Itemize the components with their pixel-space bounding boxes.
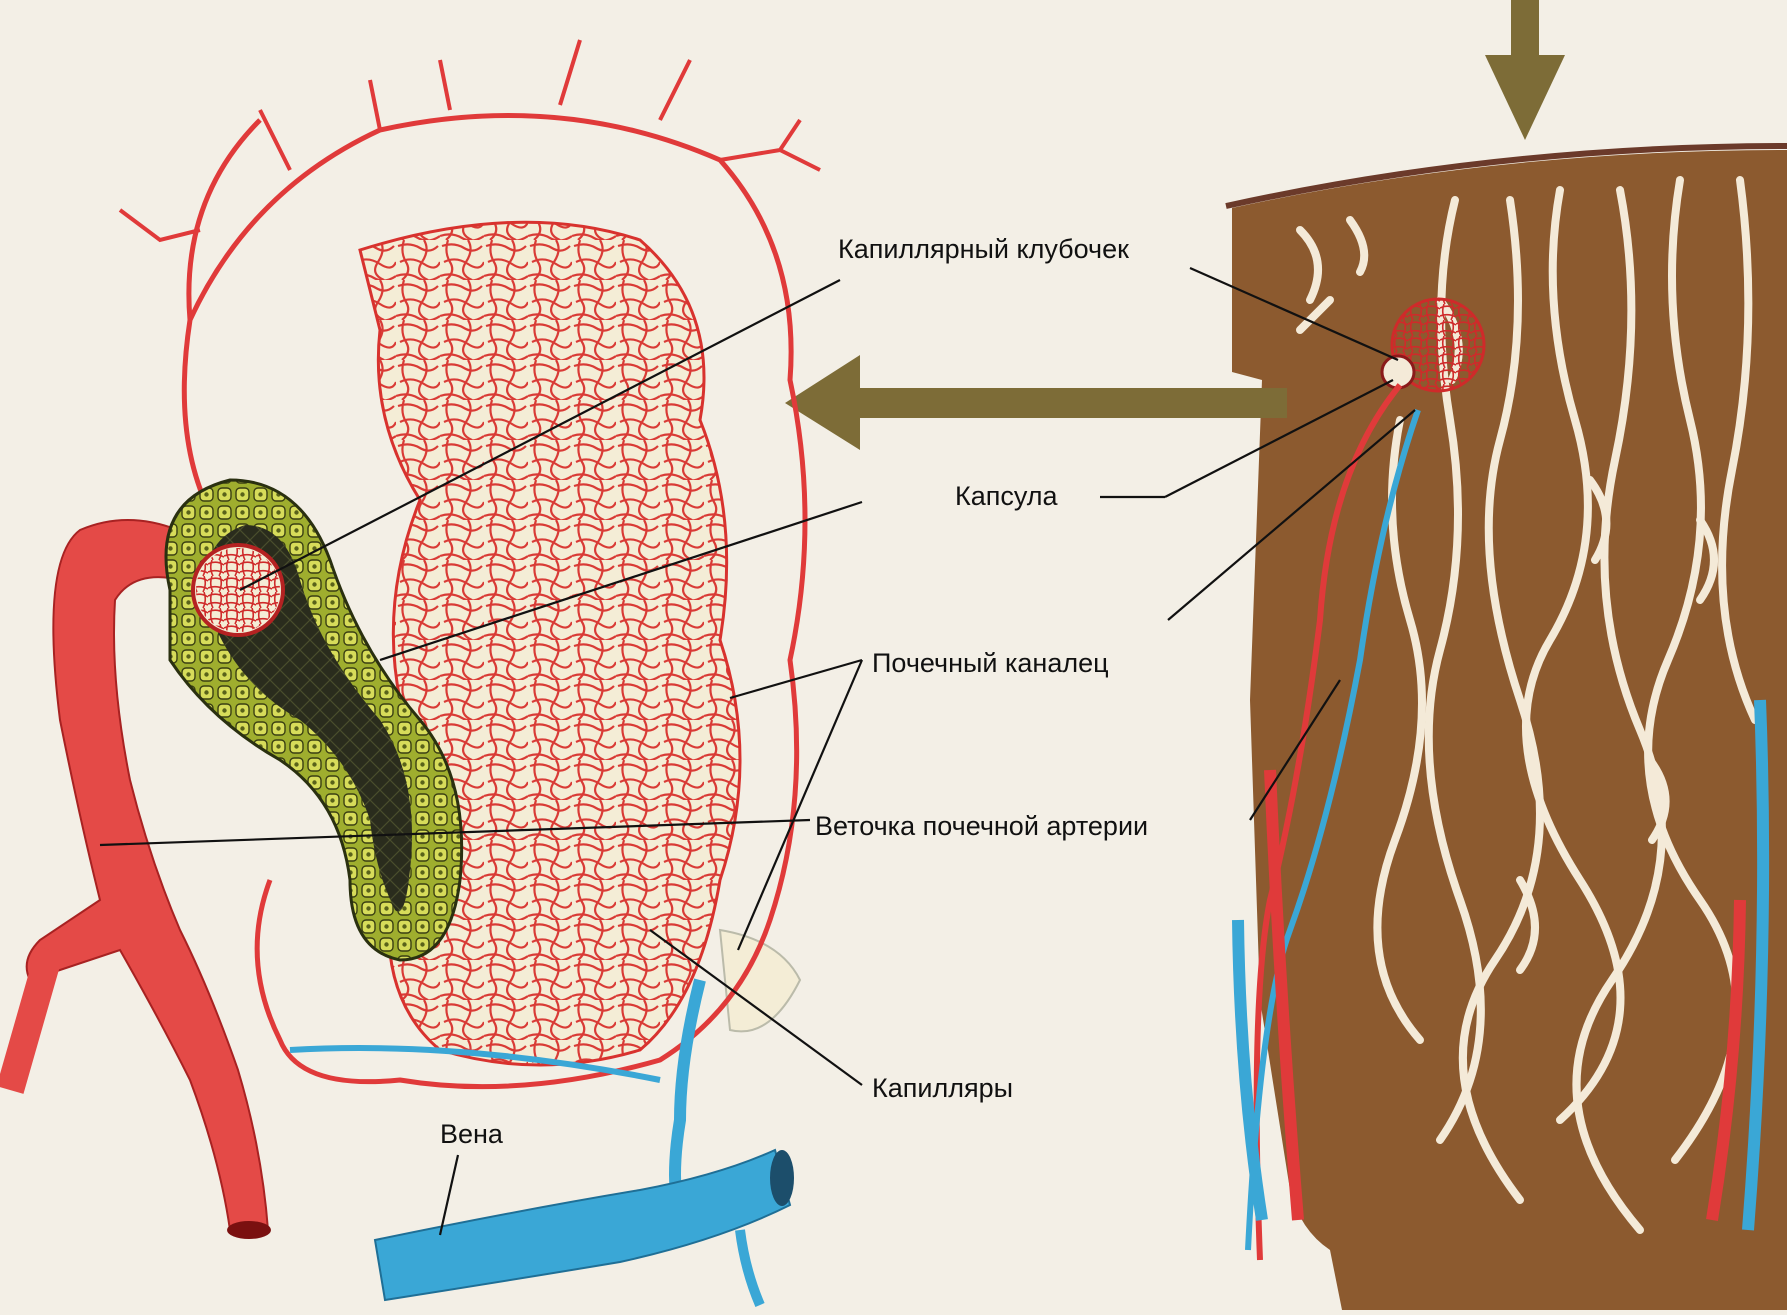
vein-opening <box>770 1150 794 1206</box>
vein-lower-branch <box>740 1230 760 1305</box>
nephron-detail <box>10 40 820 1305</box>
label-vein: Вена <box>440 1119 504 1149</box>
vein <box>375 1150 790 1300</box>
label-capillaries: Капилляры <box>872 1073 1013 1103</box>
left-arrow <box>785 355 1287 450</box>
arteriole-branches <box>120 40 820 240</box>
label-artery-branch: Веточка почечной артерии <box>815 811 1148 841</box>
artery-opening <box>227 1221 271 1239</box>
label-tubule: Почечный каналец <box>872 648 1109 678</box>
artery-lower-branch <box>10 950 50 1090</box>
leader-tubule-c <box>738 660 862 950</box>
label-glomerulus: Капиллярный клубочек <box>838 234 1129 264</box>
label-capsule: Капсула <box>955 481 1059 511</box>
glomerulus-capillaries <box>196 548 280 632</box>
down-arrow <box>1485 0 1565 140</box>
